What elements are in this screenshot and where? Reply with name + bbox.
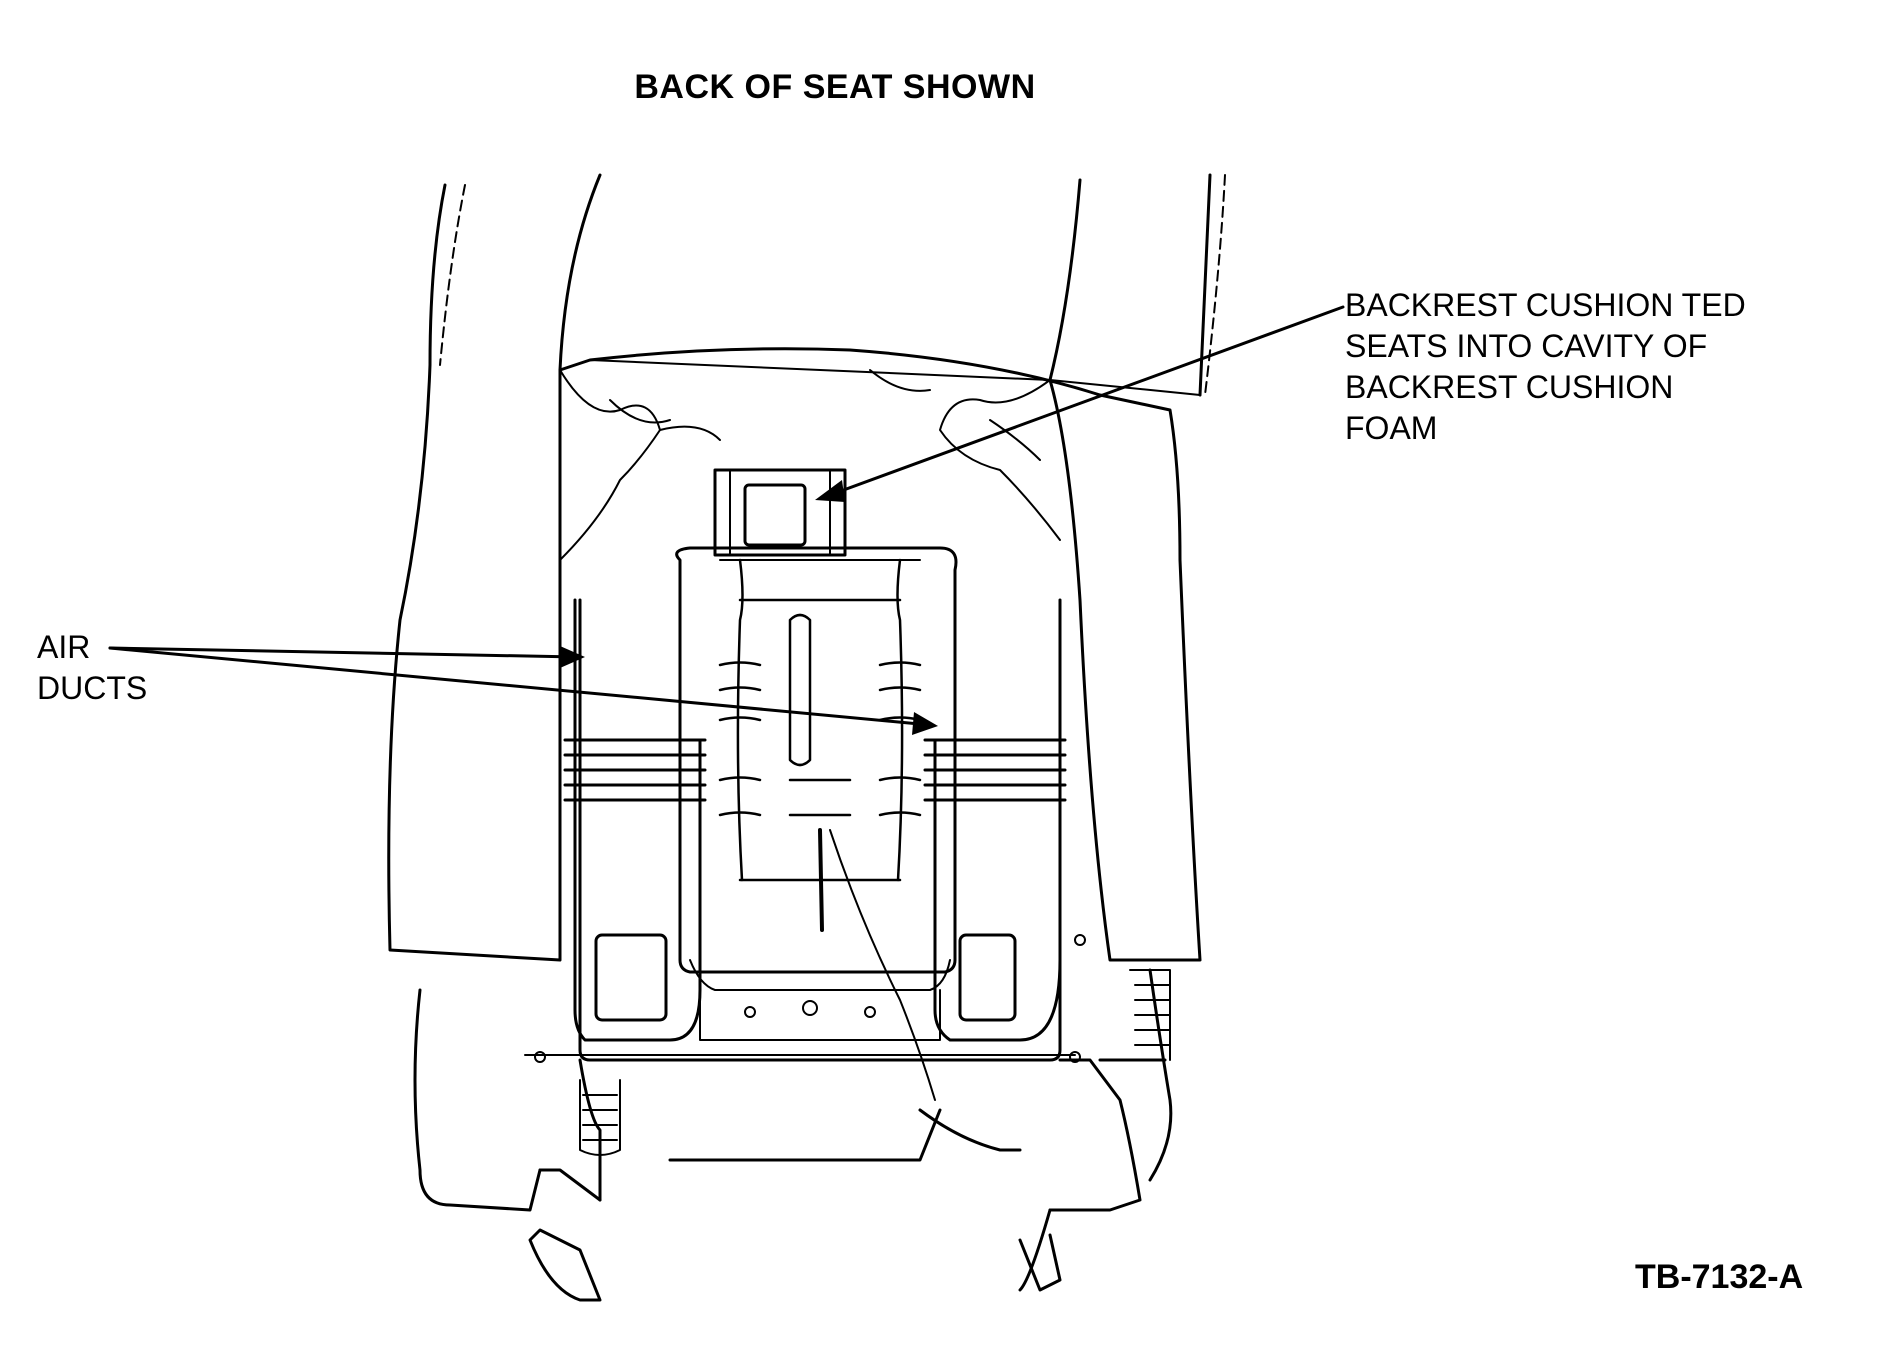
air-ducts-callout: AIR DUCTS [37,627,147,709]
seat-springs [718,558,936,1101]
diagram-title: BACK OF SEAT SHOWN [634,68,1036,106]
fabric-folds [559,369,1061,561]
callout-line: AIR [37,629,91,665]
figure-id: TB-7132-A [1635,1258,1804,1296]
right-air-duct [923,738,1067,1042]
seat-cover-outline [387,173,1226,962]
ted-sensor [713,468,847,557]
lower-seat-base [413,934,1173,1302]
callout-line: FOAM [1345,410,1438,446]
leader-lines [108,305,1345,735]
callout-line: SEATS INTO CAVITY OF [1345,328,1708,364]
callout-line: DUCTS [37,670,148,706]
callout-line: BACKREST CUSHION [1345,369,1674,405]
callout-line: BACKREST CUSHION TED [1345,287,1746,323]
backrest-ted-callout: BACKREST CUSHION TED SEATS INTO CAVITY O… [1345,285,1746,449]
left-air-duct [563,598,707,1042]
seat-frame [578,546,1062,1062]
